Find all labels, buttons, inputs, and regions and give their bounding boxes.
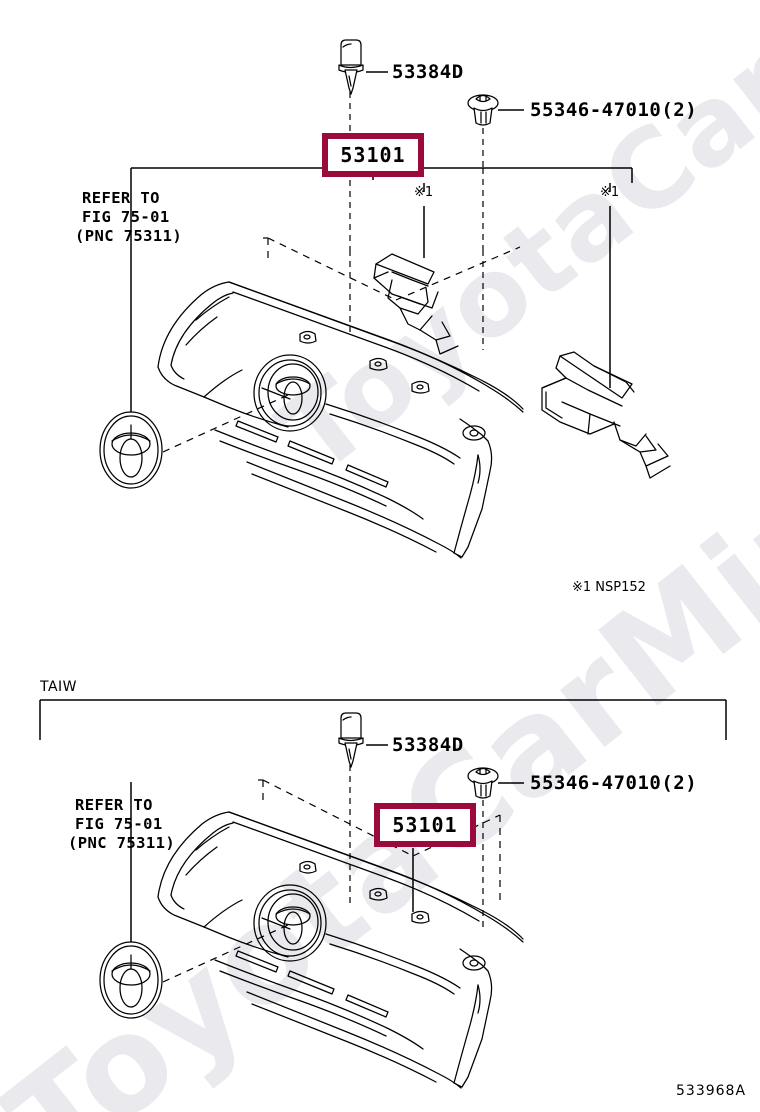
highlighted-part-53101-lower-label: 53101: [392, 813, 458, 837]
clip-53384d-upper-icon: [338, 39, 364, 95]
highlighted-part-53101-upper-label: 53101: [340, 143, 406, 167]
refer-note-line2-upper: FIG 75-01: [82, 208, 170, 226]
refer-note-line1-upper: REFER TO: [82, 189, 160, 207]
refer-note-line3-upper: (PNC 75311): [75, 227, 183, 245]
bracket-part-right-upper-art: [541, 351, 671, 479]
grille-assembly-upper-art: [157, 281, 524, 559]
footnote-marker-1-upper: ※1: [414, 185, 434, 200]
bracket-part-center-upper-art: [373, 253, 459, 355]
toyota-emblem-upper-icon: [99, 411, 163, 489]
grille-assembly-lower-art: [157, 811, 524, 1089]
callout-label-53384d-upper: 53384D: [392, 61, 464, 83]
refer-note-line1-lower: REFER TO: [75, 796, 153, 814]
clip-55346-upper-icon: [467, 94, 499, 126]
footnote-nsp152: ※1 NSP152: [572, 580, 646, 595]
clip-55346-lower-icon: [467, 767, 499, 799]
callout-label-55346-lower: 55346-47010(2): [530, 772, 698, 794]
footnote-marker-2-upper: ※1: [600, 185, 620, 200]
clip-53384d-lower-icon: [338, 712, 364, 768]
callout-label-53384d-lower: 53384D: [392, 734, 464, 756]
refer-note-line2-lower: FIG 75-01: [75, 815, 163, 833]
region-label-taiw: TAIW: [40, 679, 78, 695]
highlighted-part-53101-upper[interactable]: 53101: [322, 133, 424, 177]
toyota-emblem-lower-icon: [99, 941, 163, 1019]
highlighted-part-53101-lower[interactable]: 53101: [374, 803, 476, 847]
refer-note-line3-lower: (PNC 75311): [68, 834, 176, 852]
callout-label-55346-upper: 55346-47010(2): [530, 99, 698, 121]
figure-id: 533968A: [676, 1083, 747, 1099]
